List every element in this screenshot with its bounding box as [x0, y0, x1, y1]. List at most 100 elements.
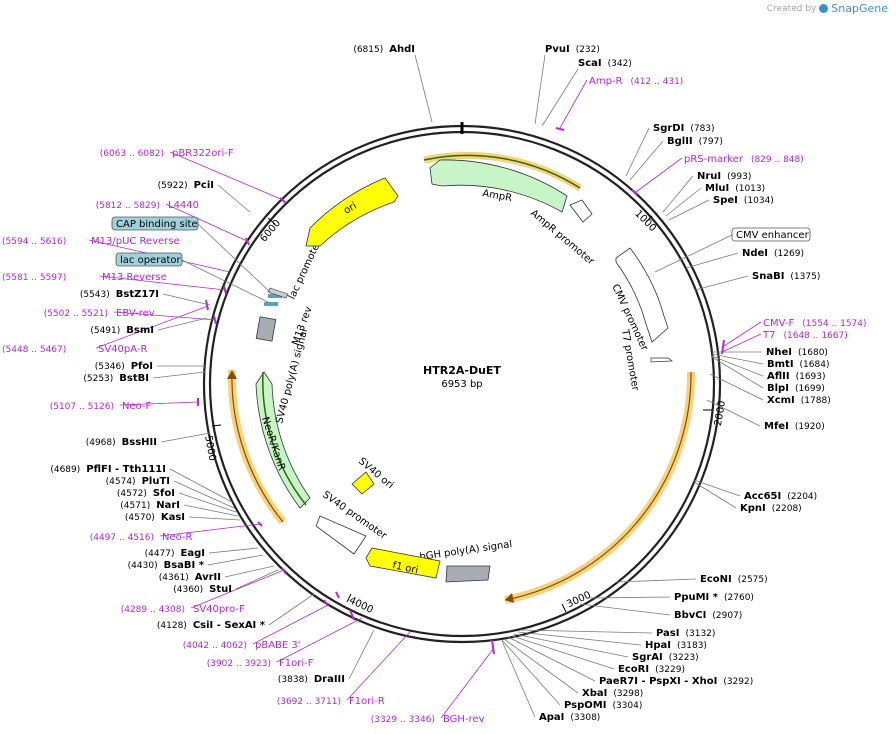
primer-mark: [491, 639, 495, 655]
leader-line: [579, 603, 671, 616]
leader-line: [160, 432, 211, 443]
enzyme-site: SpeI(1034): [713, 195, 774, 206]
primer-name: CMV-F: [763, 318, 794, 329]
enzyme-name: NheI: [766, 347, 792, 358]
enzyme-site: XcmI(1788): [767, 395, 831, 406]
enzyme-site: BssHII(4968): [86, 437, 157, 448]
primer-site: (4289 .. 4308)SV40pro-F: [121, 604, 245, 615]
primer-name: L4440: [168, 200, 199, 211]
enzyme-site: NruI(993): [697, 171, 751, 182]
enzyme-position: (1920): [795, 422, 825, 432]
leader-line: [625, 127, 650, 177]
leader-line: [559, 79, 588, 129]
enzyme-site: NdeI(1269): [742, 248, 804, 259]
enzyme-site: NarI(4571): [120, 500, 180, 511]
enzyme-name: NruI: [697, 171, 721, 182]
enzyme-name: SpeI: [713, 195, 738, 206]
enzyme-name: BlpI: [767, 383, 789, 394]
leader-line: [348, 629, 375, 680]
enzyme-site: BsaBI *(4430): [128, 560, 205, 571]
primer-mark: [555, 127, 565, 131]
enzyme-name: PpuMI *: [674, 592, 719, 603]
enzyme-site: XbaI(3298): [582, 688, 643, 699]
leader-line: [224, 565, 275, 578]
leader-line: [615, 578, 697, 583]
leader-line: [346, 631, 411, 701]
leader-line: [183, 504, 239, 517]
leader-line: [252, 603, 331, 645]
feature-box-label: lac operator: [115, 252, 183, 267]
leader-line: [414, 54, 433, 123]
primer-name: SV40pA-R: [98, 344, 147, 355]
enzyme-position: (1013): [735, 184, 765, 194]
enzyme-site: PluTI(4574): [106, 476, 170, 487]
enzyme-position: (3292): [723, 677, 753, 687]
enzyme-position: (1684): [800, 360, 830, 370]
primer-position: (5502 .. 5521): [44, 309, 108, 319]
enzyme-site: PpuMI *(2760): [674, 592, 754, 603]
enzyme-site: BstBI(5253): [83, 373, 149, 384]
primer-name: F1ori-R: [349, 696, 385, 707]
enzyme-name: KasI: [161, 512, 185, 523]
enzyme-name: BsmI: [126, 325, 154, 336]
enzyme-position: (4128): [157, 621, 187, 631]
lac-promoter-label: lac promoter: [287, 238, 324, 301]
leader-line: [685, 252, 739, 269]
enzyme-position: (5491): [90, 326, 120, 336]
primer-site: (5502 .. 5521)EBV-rev: [44, 308, 155, 319]
leader-line: [235, 569, 279, 590]
lac-operator-mark: [264, 302, 278, 306]
enzyme-position: (3183): [677, 641, 707, 651]
primer-position: (5594 .. 5616): [2, 237, 66, 247]
sv40-polya-feature: [255, 316, 277, 342]
ampr-promoter-feature: [569, 199, 593, 223]
enzyme-position: (797): [699, 137, 723, 147]
primer-position: (4042 .. 4062): [183, 641, 247, 651]
enzyme-position: (1699): [795, 384, 825, 394]
leader-line: [517, 631, 642, 646]
leader-line: [629, 140, 664, 181]
primer-position: (829 .. 848): [751, 155, 804, 165]
primer-name: BGH-rev: [443, 714, 485, 725]
enzyme-site: AflII(1693): [767, 371, 826, 382]
enzyme-site: PasI(3132): [656, 628, 715, 639]
tick-1000: [645, 215, 653, 223]
primer-site: (4042 .. 4062)pBABE 3': [183, 640, 301, 651]
primer-position: (5107 .. 5126): [50, 402, 114, 412]
enzyme-name: BmtI: [767, 359, 794, 370]
enzyme-name: XbaI: [582, 688, 607, 699]
ampr-label: AmpR: [481, 188, 512, 204]
enzyme-name: DraIII: [314, 674, 345, 685]
leader-line: [207, 554, 264, 566]
enzyme-position: (4361): [159, 573, 189, 583]
enzyme-name: EcoRI: [618, 664, 649, 675]
leader-line: [268, 593, 315, 626]
enzyme-site: BbvCI(2907): [674, 610, 742, 621]
primer-position: (1554 .. 1574): [802, 319, 866, 329]
leader-line: [541, 68, 579, 127]
enzyme-position: (1269): [774, 249, 804, 259]
primer-mark: [335, 591, 340, 599]
leader-line: [165, 203, 248, 242]
enzyme-site: ApaI(3308): [539, 712, 600, 723]
snapgene-logo-icon: [819, 4, 829, 13]
tick-4000: [346, 593, 352, 603]
plasmid-size: 6953 bp: [441, 379, 482, 390]
enzyme-position: (4572): [117, 489, 147, 499]
enzyme-site: PaeR7I - PspXI - XhoI(3292): [599, 676, 753, 687]
primer-position: (5581 .. 5597): [2, 273, 66, 283]
leader-line: [501, 640, 536, 718]
enzyme-position: (4571): [120, 501, 150, 511]
primer-site: (5812 .. 5829)L4440: [96, 200, 199, 211]
enzyme-position: (1680): [798, 348, 828, 358]
primer-site: (3902 .. 3923)F1ori-F: [207, 658, 314, 669]
primer-site: (4497 .. 4516)Neo-R: [90, 532, 193, 543]
feature-box-label: CMV enhancer: [731, 227, 811, 242]
enzyme-name: ApaI: [539, 712, 564, 723]
leader-line: [119, 401, 199, 406]
orf-arrow-left: [227, 370, 237, 379]
leader-line: [519, 629, 653, 634]
leader-line: [157, 317, 208, 331]
enzyme-site: KpnI(2208): [740, 503, 802, 514]
